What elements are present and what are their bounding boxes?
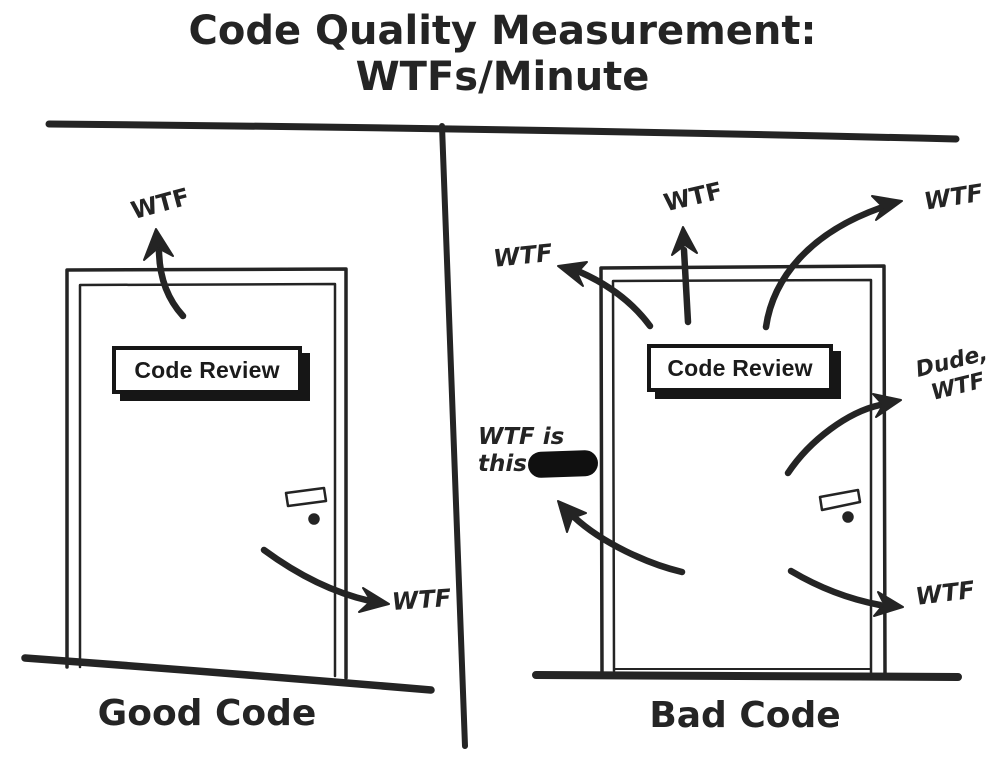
good-floor-line <box>21 654 435 694</box>
bad-wtf-top-mid-arrow <box>680 246 692 326</box>
good-door-outer-frame <box>65 267 348 680</box>
bad-dude-wtf-arrowhead <box>872 393 902 418</box>
bad-wtf-top-mid-arrowhead <box>671 226 698 256</box>
good-wtf-bottom-label: WTF <box>391 583 453 616</box>
good-wtf-bottom-arrowhead <box>358 587 390 613</box>
good-door-handle <box>284 486 328 508</box>
bad-wtf-top-left-arrowhead <box>557 261 588 287</box>
wtf-is-line2-text: this <box>478 451 527 477</box>
good-wtf-top-arrow <box>155 248 187 320</box>
wtf-is-this-label: WTF is this <box>478 424 599 479</box>
good-wtf-top-arrowhead <box>143 228 174 261</box>
top-rule <box>45 120 960 143</box>
bad-door-outer-frame <box>599 264 887 678</box>
good-wtf-bottom-arrow <box>260 546 374 605</box>
bad-code-caption: Bad Code <box>649 695 841 736</box>
bad-door-handle <box>818 488 862 512</box>
bad-wtf-is-arrowhead <box>557 500 587 533</box>
bad-floor-line <box>532 671 962 681</box>
bad-wtf-top-right-arrowhead <box>871 195 903 221</box>
comic-title-line1: Code Quality Measurement: <box>188 8 817 54</box>
panel-divider <box>439 123 468 749</box>
wtf-is-line2: this <box>478 449 599 479</box>
bad-dude-wtf-arrow <box>784 401 884 477</box>
redaction-scribble-icon <box>527 449 599 479</box>
bad-door-inner-frame <box>611 278 873 676</box>
bad-door-peephole <box>842 511 854 523</box>
good-door-peephole <box>308 513 320 525</box>
comic-title-line2: WTFs/Minute <box>355 54 650 100</box>
bad-wtf-bottom-right-arrowhead <box>873 591 904 617</box>
bad-code-review-sign: Code Review <box>647 344 833 392</box>
bad-wtf-top-left-arrow <box>576 268 654 330</box>
bad-wtf-top-right-arrow <box>762 204 884 331</box>
bad-wtf-is-arrow <box>570 513 686 576</box>
bad-wtf-bottom-right-arrow <box>787 567 884 609</box>
good-code-caption: Good Code <box>97 693 317 734</box>
good-code-review-sign: Code Review <box>112 346 302 394</box>
good-door-inner-frame <box>78 282 337 678</box>
wtf-is-line1: WTF is <box>478 424 565 450</box>
